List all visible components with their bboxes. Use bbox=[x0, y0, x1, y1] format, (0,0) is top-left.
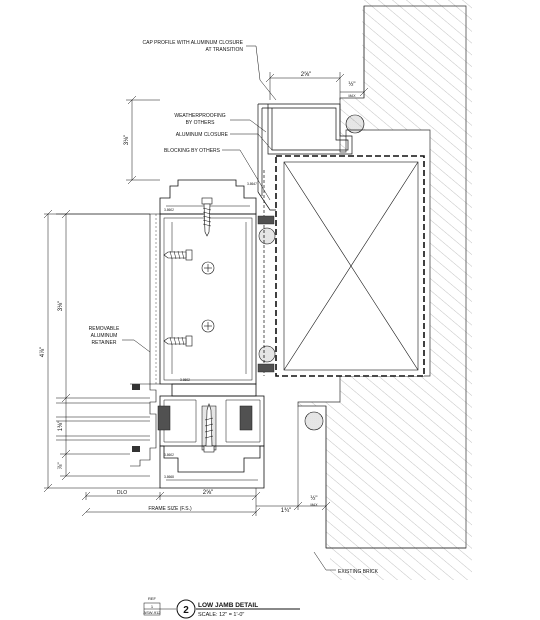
label-retainer-line2: ALUMINUM bbox=[91, 333, 118, 339]
detail-title: LOW JAMB DETAIL bbox=[198, 602, 258, 609]
dim-bottom-max: ½" bbox=[310, 495, 317, 502]
dim-top-max-label: MAX bbox=[349, 94, 357, 98]
label-retainer-line3: RETAINER bbox=[92, 340, 117, 346]
screw-upper bbox=[163, 249, 193, 261]
detail-number: 2 bbox=[183, 605, 189, 616]
label-retainer-line1: REMOVABLE bbox=[89, 326, 120, 332]
dim-height-2: 1⅜" bbox=[58, 421, 64, 431]
dim-upper-height: 3⅛" bbox=[124, 135, 130, 145]
callout-labels: CAP PROFILE WITH ALUMINUM CLOSURE AT TRA… bbox=[89, 40, 379, 575]
label-existing-brick: EXISTING BRICK bbox=[338, 569, 379, 575]
ref-doc: ASW-912 bbox=[143, 610, 161, 615]
dim-frame-size: FRAME SIZE (F.S.) bbox=[148, 506, 192, 512]
part-code-3: 3-8602 bbox=[180, 378, 190, 382]
part-code-5: 3-8668 bbox=[164, 475, 174, 479]
dim-height-3: ⅞" bbox=[58, 462, 64, 469]
dimension-text: 2⅝" ½" MAX 3⅛" 4⅞" 3⅛" 1⅜" ⅞" DLO 2⅝" FR… bbox=[40, 72, 356, 514]
screw-top bbox=[201, 197, 213, 237]
ref-sheet: 1 bbox=[151, 604, 154, 609]
part-codes: 3-8647 3-8602 3-8602 3-8602 3-8668 bbox=[164, 182, 257, 479]
glazing-gaskets bbox=[132, 384, 253, 452]
window-frame-extrusion bbox=[56, 179, 265, 489]
blocking-by-others bbox=[275, 155, 425, 377]
dim-top-max: ½" bbox=[348, 81, 355, 88]
ref-label: REF bbox=[148, 596, 157, 601]
part-code-2: 3-8602 bbox=[164, 208, 174, 212]
title-block: REF 1 ASW-912 2 LOW JAMB DETAIL SCALE: 1… bbox=[143, 596, 300, 619]
screw-lower bbox=[163, 335, 193, 347]
dim-frame-depth: 4⅞" bbox=[40, 347, 46, 357]
dim-bottom-max-label: MAX bbox=[311, 503, 319, 507]
detail-scale: SCALE: 12" = 1'-0" bbox=[198, 612, 244, 618]
dimension-lines bbox=[43, 72, 369, 517]
label-cap-profile-line2: AT TRANSITION bbox=[205, 47, 243, 53]
screw-bottom bbox=[203, 403, 215, 453]
dim-top-width: 2⅝" bbox=[301, 72, 311, 78]
dim-jamb-height: 3⅛" bbox=[58, 301, 64, 311]
label-aluminum-closure: ALUMINUM CLOSURE bbox=[176, 132, 229, 138]
label-weatherproofing-line2: BY OTHERS bbox=[186, 120, 215, 126]
drain-symbol-upper bbox=[201, 261, 215, 275]
part-code-4: 3-8602 bbox=[164, 453, 174, 457]
dim-frame-width: 2⅝" bbox=[203, 490, 213, 496]
label-weatherproofing-line1: WEATHERPROOFING bbox=[174, 113, 225, 119]
dim-dlo: DLO bbox=[117, 490, 127, 496]
label-cap-profile-line1: CAP PROFILE WITH ALUMINUM CLOSURE bbox=[143, 40, 244, 46]
dim-bottom-right: 1¾" bbox=[281, 508, 291, 514]
drain-symbol-lower bbox=[201, 319, 215, 333]
part-code-1: 3-8647 bbox=[247, 182, 257, 186]
fastener-screws bbox=[163, 197, 215, 453]
sealant-beads bbox=[257, 114, 365, 431]
label-blocking: BLOCKING BY OTHERS bbox=[164, 148, 221, 154]
leader-lines bbox=[122, 45, 336, 571]
